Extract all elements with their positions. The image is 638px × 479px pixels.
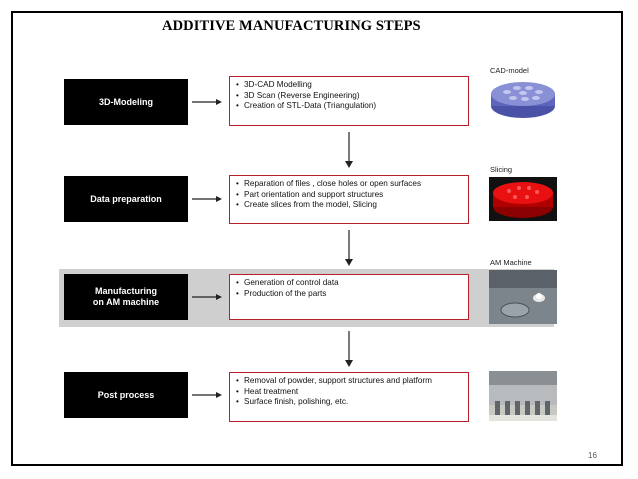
list-item: Creation of STL-Data (Triangulation)	[236, 101, 462, 112]
list-item: Removal of powder, support structures an…	[236, 376, 462, 387]
list-item: 3D Scan (Reverse Engineering)	[236, 91, 462, 102]
list-item: Production of the parts	[236, 289, 462, 300]
slicing-image	[489, 177, 557, 221]
am-machine-image	[489, 270, 557, 324]
step-label: Post process	[97, 389, 155, 400]
step-box-post-process: Post process	[64, 372, 188, 418]
right-arrow-icon	[192, 196, 222, 202]
image-label: CAD-model	[490, 66, 529, 75]
cad-model-image	[489, 78, 557, 122]
step-box-3d-modeling: 3D-Modeling	[64, 79, 188, 125]
image-label: Slicing	[490, 165, 513, 174]
image-label: AM Machine	[490, 258, 532, 267]
list-item: Surface finish, polishing, etc.	[236, 397, 462, 408]
right-arrow-icon	[192, 294, 222, 300]
down-arrow-icon	[345, 132, 353, 168]
list-item: Part orientation and support structures	[236, 190, 462, 201]
page-number: 16	[588, 451, 597, 460]
step-box-data-preparation: Data preparation	[64, 176, 188, 222]
list-item: 3D-CAD Modelling	[236, 80, 462, 91]
step-label: 3D-Modeling	[99, 96, 153, 107]
right-arrow-icon	[192, 99, 222, 105]
step-details-data-preparation: Reparation of files , close holes or ope…	[229, 175, 469, 224]
step-details-post-process: Removal of powder, support structures an…	[229, 372, 469, 422]
list-item: Reparation of files , close holes or ope…	[236, 179, 462, 190]
list-item: Heat treatment	[236, 387, 462, 398]
step-details-3d-modeling: 3D-CAD Modelling 3D Scan (Reverse Engine…	[229, 76, 469, 126]
step-label: Data preparation	[90, 193, 162, 204]
post-process-image	[489, 371, 557, 421]
slide-title: ADDITIVE MANUFACTURING STEPS	[162, 18, 421, 34]
list-item: Generation of control data	[236, 278, 462, 289]
down-arrow-icon	[345, 331, 353, 367]
step-details-manufacturing: Generation of control data Production of…	[229, 274, 469, 320]
down-arrow-icon	[345, 230, 353, 266]
right-arrow-icon	[192, 392, 222, 398]
list-item: Create slices from the model, Slicing	[236, 200, 462, 211]
